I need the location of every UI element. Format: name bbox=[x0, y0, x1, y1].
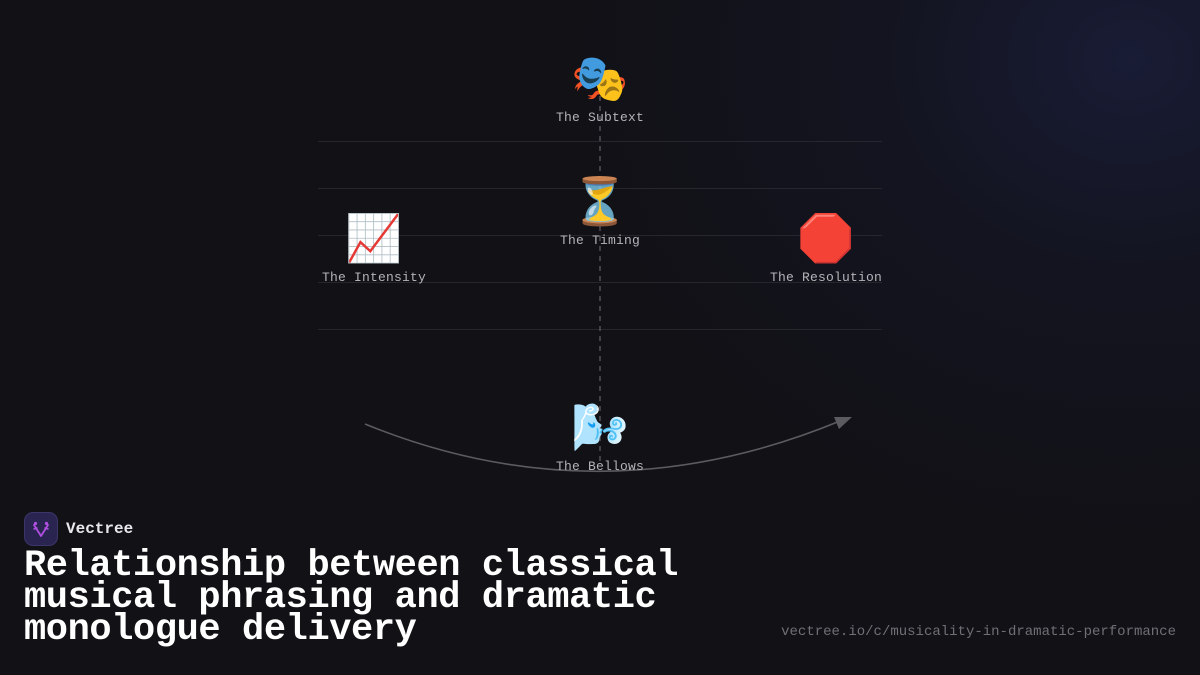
vectree-glyph-icon bbox=[33, 521, 49, 537]
node-label: The Bellows bbox=[555, 459, 645, 474]
performing-arts-icon: 🎭 bbox=[571, 51, 629, 105]
page-title: Relationship between classical musical p… bbox=[24, 545, 679, 651]
hourglass-icon: ⏳ bbox=[571, 174, 629, 228]
brand-name: Vectree bbox=[66, 520, 134, 538]
stop-sign-icon: 🛑 bbox=[797, 211, 855, 265]
wind-face-icon: 🌬️ bbox=[571, 400, 629, 454]
node-label: The Timing bbox=[559, 233, 641, 248]
node-subtext: 🎭 The Subtext bbox=[556, 50, 644, 125]
node-timing: ⏳ The Timing bbox=[560, 173, 640, 248]
node-bellows: 🌬️ The Bellows bbox=[556, 399, 644, 474]
node-label: The Subtext bbox=[555, 110, 645, 125]
source-url: vectree.io/c/musicality-in-dramatic-perf… bbox=[781, 624, 1176, 640]
node-label: The Resolution bbox=[769, 270, 883, 285]
node-intensity: 📈 The Intensity bbox=[322, 210, 426, 285]
brand: Vectree bbox=[24, 512, 133, 546]
vectree-logo-icon bbox=[24, 512, 58, 546]
phrase-arc bbox=[364, 420, 841, 473]
node-resolution: 🛑 The Resolution bbox=[770, 210, 882, 285]
chart-increasing-icon: 📈 bbox=[345, 211, 403, 265]
arrow-head-icon bbox=[834, 417, 852, 429]
node-label: The Intensity bbox=[321, 270, 427, 285]
